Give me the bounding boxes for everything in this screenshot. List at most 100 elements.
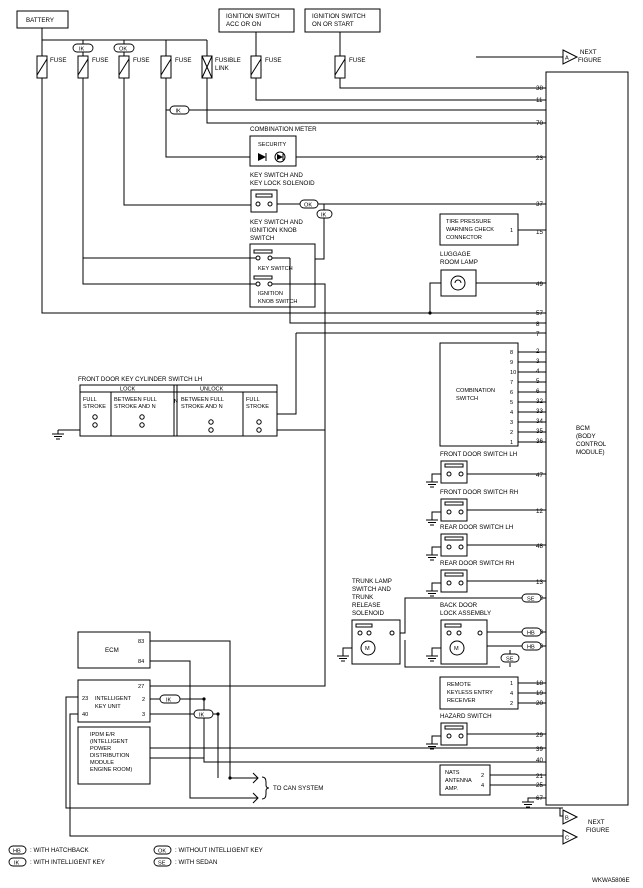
ik-tag-2: IK <box>159 694 181 704</box>
ok-tag-37: OK <box>299 199 319 209</box>
svg-text:IPDM E/R: IPDM E/R <box>90 732 115 738</box>
rear-door-switch-rh <box>440 569 468 593</box>
bcm-label-1: BCM <box>576 425 590 432</box>
svg-text:OK: OK <box>119 47 127 53</box>
security-label: SECURITY <box>258 142 287 148</box>
hazard-switch <box>440 722 468 746</box>
svg-text:WARNING CHECK: WARNING CHECK <box>446 227 494 233</box>
svg-text:HB: HB <box>527 645 535 651</box>
rear-door-rh-label: REAR DOOR SWITCH RH <box>440 560 514 567</box>
combo-inner-pin: 8 <box>510 350 513 356</box>
svg-text:TIRE PRESSURE: TIRE PRESSURE <box>446 219 491 225</box>
svg-text:FIGURE: FIGURE <box>578 57 601 64</box>
svg-text:STROKE: STROKE <box>246 404 269 410</box>
fuse-label-7: FUSE <box>349 57 366 64</box>
svg-text:: WITH INTELLIGENT KEY: : WITH INTELLIGENT KEY <box>30 859 105 866</box>
bcm-combo-pin: 5 <box>536 378 540 385</box>
ik-tag-top: IK <box>72 43 94 53</box>
nats-antenna-amp: NATS ANTENNA AMP. 2 4 <box>439 764 491 796</box>
fuse-label-1: FUSE <box>50 57 67 64</box>
fuse-2 <box>77 55 89 79</box>
svg-text:STROKE AND N: STROKE AND N <box>114 404 156 410</box>
fuse-6 <box>250 55 262 79</box>
svg-text:REMOTE: REMOTE <box>447 682 471 688</box>
svg-text:21: 21 <box>536 773 543 780</box>
svg-text:49: 49 <box>536 281 543 288</box>
combo-inner-pin: 9 <box>510 360 513 366</box>
svg-text:ROOM LAMP: ROOM LAMP <box>440 259 478 266</box>
svg-text:M: M <box>365 646 370 652</box>
ik-tag-37: IK <box>316 209 333 219</box>
fuse-4 <box>160 55 172 79</box>
svg-text:SWITCH AND: SWITCH AND <box>352 586 391 593</box>
svg-text:NEXT: NEXT <box>588 819 605 826</box>
svg-text:7: 7 <box>536 331 540 338</box>
svg-text:83: 83 <box>138 639 144 645</box>
remote-keyless-entry-receiver: REMOTE KEYLESS ENTRY RECEIVER 1 4 2 <box>439 676 519 710</box>
svg-text:IK: IK <box>321 213 327 219</box>
fuse-label-2: FUSE <box>92 57 109 64</box>
svg-text:84: 84 <box>138 659 144 665</box>
battery-label: BATTERY <box>26 17 54 24</box>
svg-text:IGNITION: IGNITION <box>258 291 283 297</box>
svg-text:IK: IK <box>176 109 182 115</box>
svg-text:SE: SE <box>527 597 535 603</box>
svg-text:2: 2 <box>510 701 513 707</box>
svg-text:INTELLIGENT: INTELLIGENT <box>95 696 132 702</box>
bcm-combo-pin: 34 <box>536 418 543 425</box>
combo-inner-pin: 7 <box>510 380 513 386</box>
svg-text:29: 29 <box>536 732 543 739</box>
svg-text:BETWEEN FULL: BETWEEN FULL <box>114 397 157 403</box>
svg-text:IK: IK <box>14 861 20 867</box>
svg-text:FULL: FULL <box>83 397 97 403</box>
svg-text:KNOB SWITCH: KNOB SWITCH <box>258 299 297 305</box>
svg-text:MODULE: MODULE <box>90 760 114 766</box>
bcm-combo-pin: 33 <box>536 408 543 415</box>
svg-text:IK: IK <box>166 698 172 704</box>
svg-text:40: 40 <box>82 712 88 718</box>
svg-text:FULL: FULL <box>246 397 260 403</box>
svg-text:OK: OK <box>158 849 166 855</box>
figure-code: WKWA5806E <box>592 877 630 884</box>
svg-text:CONNECTOR: CONNECTOR <box>446 235 482 241</box>
bcm-combo-pin: 6 <box>536 388 540 395</box>
svg-text:IK: IK <box>199 713 205 719</box>
svg-text:38: 38 <box>536 85 543 92</box>
svg-text:ENGINE ROOM): ENGINE ROOM) <box>90 767 132 773</box>
trunk-lamp-switch: M <box>351 619 401 665</box>
to-can-system-label: TO CAN SYSTEM <box>273 785 323 792</box>
svg-text:SWITCH: SWITCH <box>456 396 478 402</box>
combination-meter: SECURITY <box>249 135 297 167</box>
svg-text:1: 1 <box>510 228 513 234</box>
combo-inner-pin: 4 <box>510 410 513 416</box>
svg-text:AMP.: AMP. <box>445 786 458 792</box>
combo-inner-pin: 2 <box>510 430 513 436</box>
ik-tag-70: IK <box>169 105 190 115</box>
fusible-label-1: FUSIBLE <box>215 57 241 64</box>
rear-door-switch-lh <box>440 533 468 557</box>
fuse-label-4: FUSE <box>175 57 192 64</box>
combo-inner-pin: 6 <box>510 390 513 396</box>
hazard-switch-label: HAZARD SWITCH <box>440 713 492 720</box>
next-figure-c: C <box>562 829 579 845</box>
bcm-label-2: (BODY <box>576 433 596 440</box>
svg-text:15: 15 <box>536 229 543 236</box>
svg-text:12: 12 <box>536 508 543 515</box>
svg-text:13: 13 <box>536 579 543 586</box>
svg-text:SWITCH: SWITCH <box>250 235 274 242</box>
bcm-label-4: MODULE) <box>576 449 605 456</box>
ignition-acc-box: IGNITION SWITCH ACC OR ON <box>218 8 295 33</box>
svg-text:N: N <box>174 399 178 405</box>
svg-text:SOLENOID: SOLENOID <box>352 610 385 617</box>
front-door-lh-label: FRONT DOOR SWITCH LH <box>440 451 517 458</box>
svg-text:11: 11 <box>536 97 543 104</box>
next-figure-a: A NEXT FIGURE <box>562 49 601 65</box>
svg-text:A: A <box>565 56 569 62</box>
key-switch-label: KEY SWITCH <box>258 266 293 272</box>
svg-text:UNLOCK: UNLOCK <box>200 387 224 393</box>
fuse-label-3: FUSE <box>133 57 150 64</box>
ecm-box: ECM 83 84 <box>77 631 151 669</box>
ignition-acc-label-1: IGNITION SWITCH <box>226 13 280 20</box>
svg-text:TRUNK: TRUNK <box>352 594 374 601</box>
svg-text:: WITH SEDAN: : WITH SEDAN <box>175 859 217 866</box>
